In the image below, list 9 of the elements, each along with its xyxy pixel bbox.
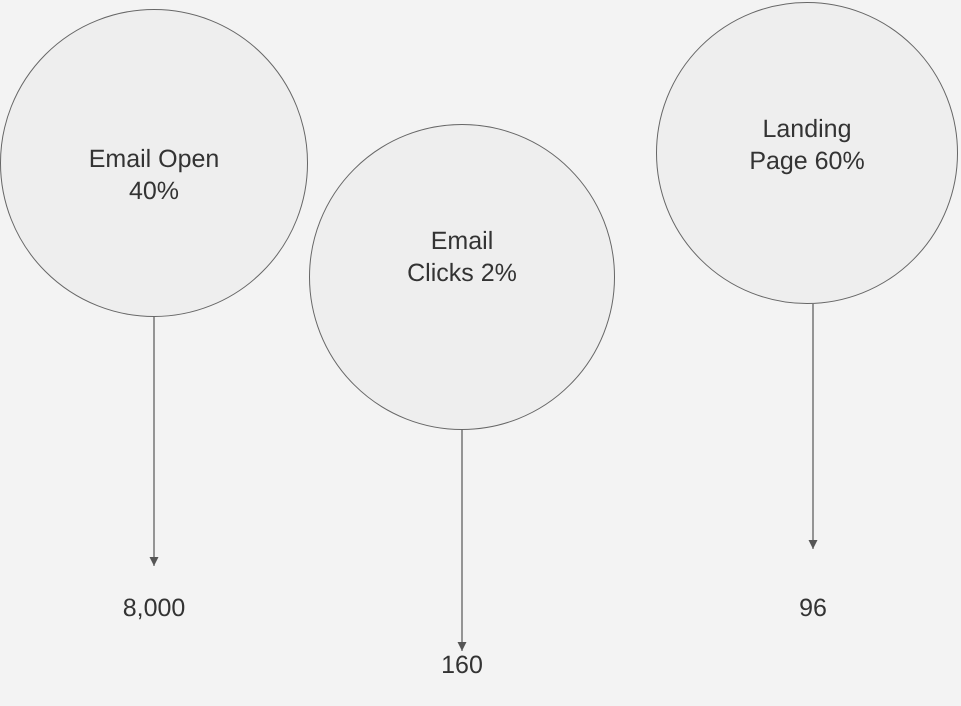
stage-label: Email Clicks 2%	[406, 226, 518, 289]
arrow	[150, 317, 158, 566]
arrow	[458, 430, 466, 651]
count-value: 160	[412, 651, 512, 681]
count-value: 96	[763, 549, 863, 624]
stage-label: Landing Page 60%	[748, 114, 866, 177]
arrow	[808, 304, 818, 549]
stage-label: Email Open 40%	[88, 144, 220, 207]
count-value: 8,000	[104, 566, 204, 624]
